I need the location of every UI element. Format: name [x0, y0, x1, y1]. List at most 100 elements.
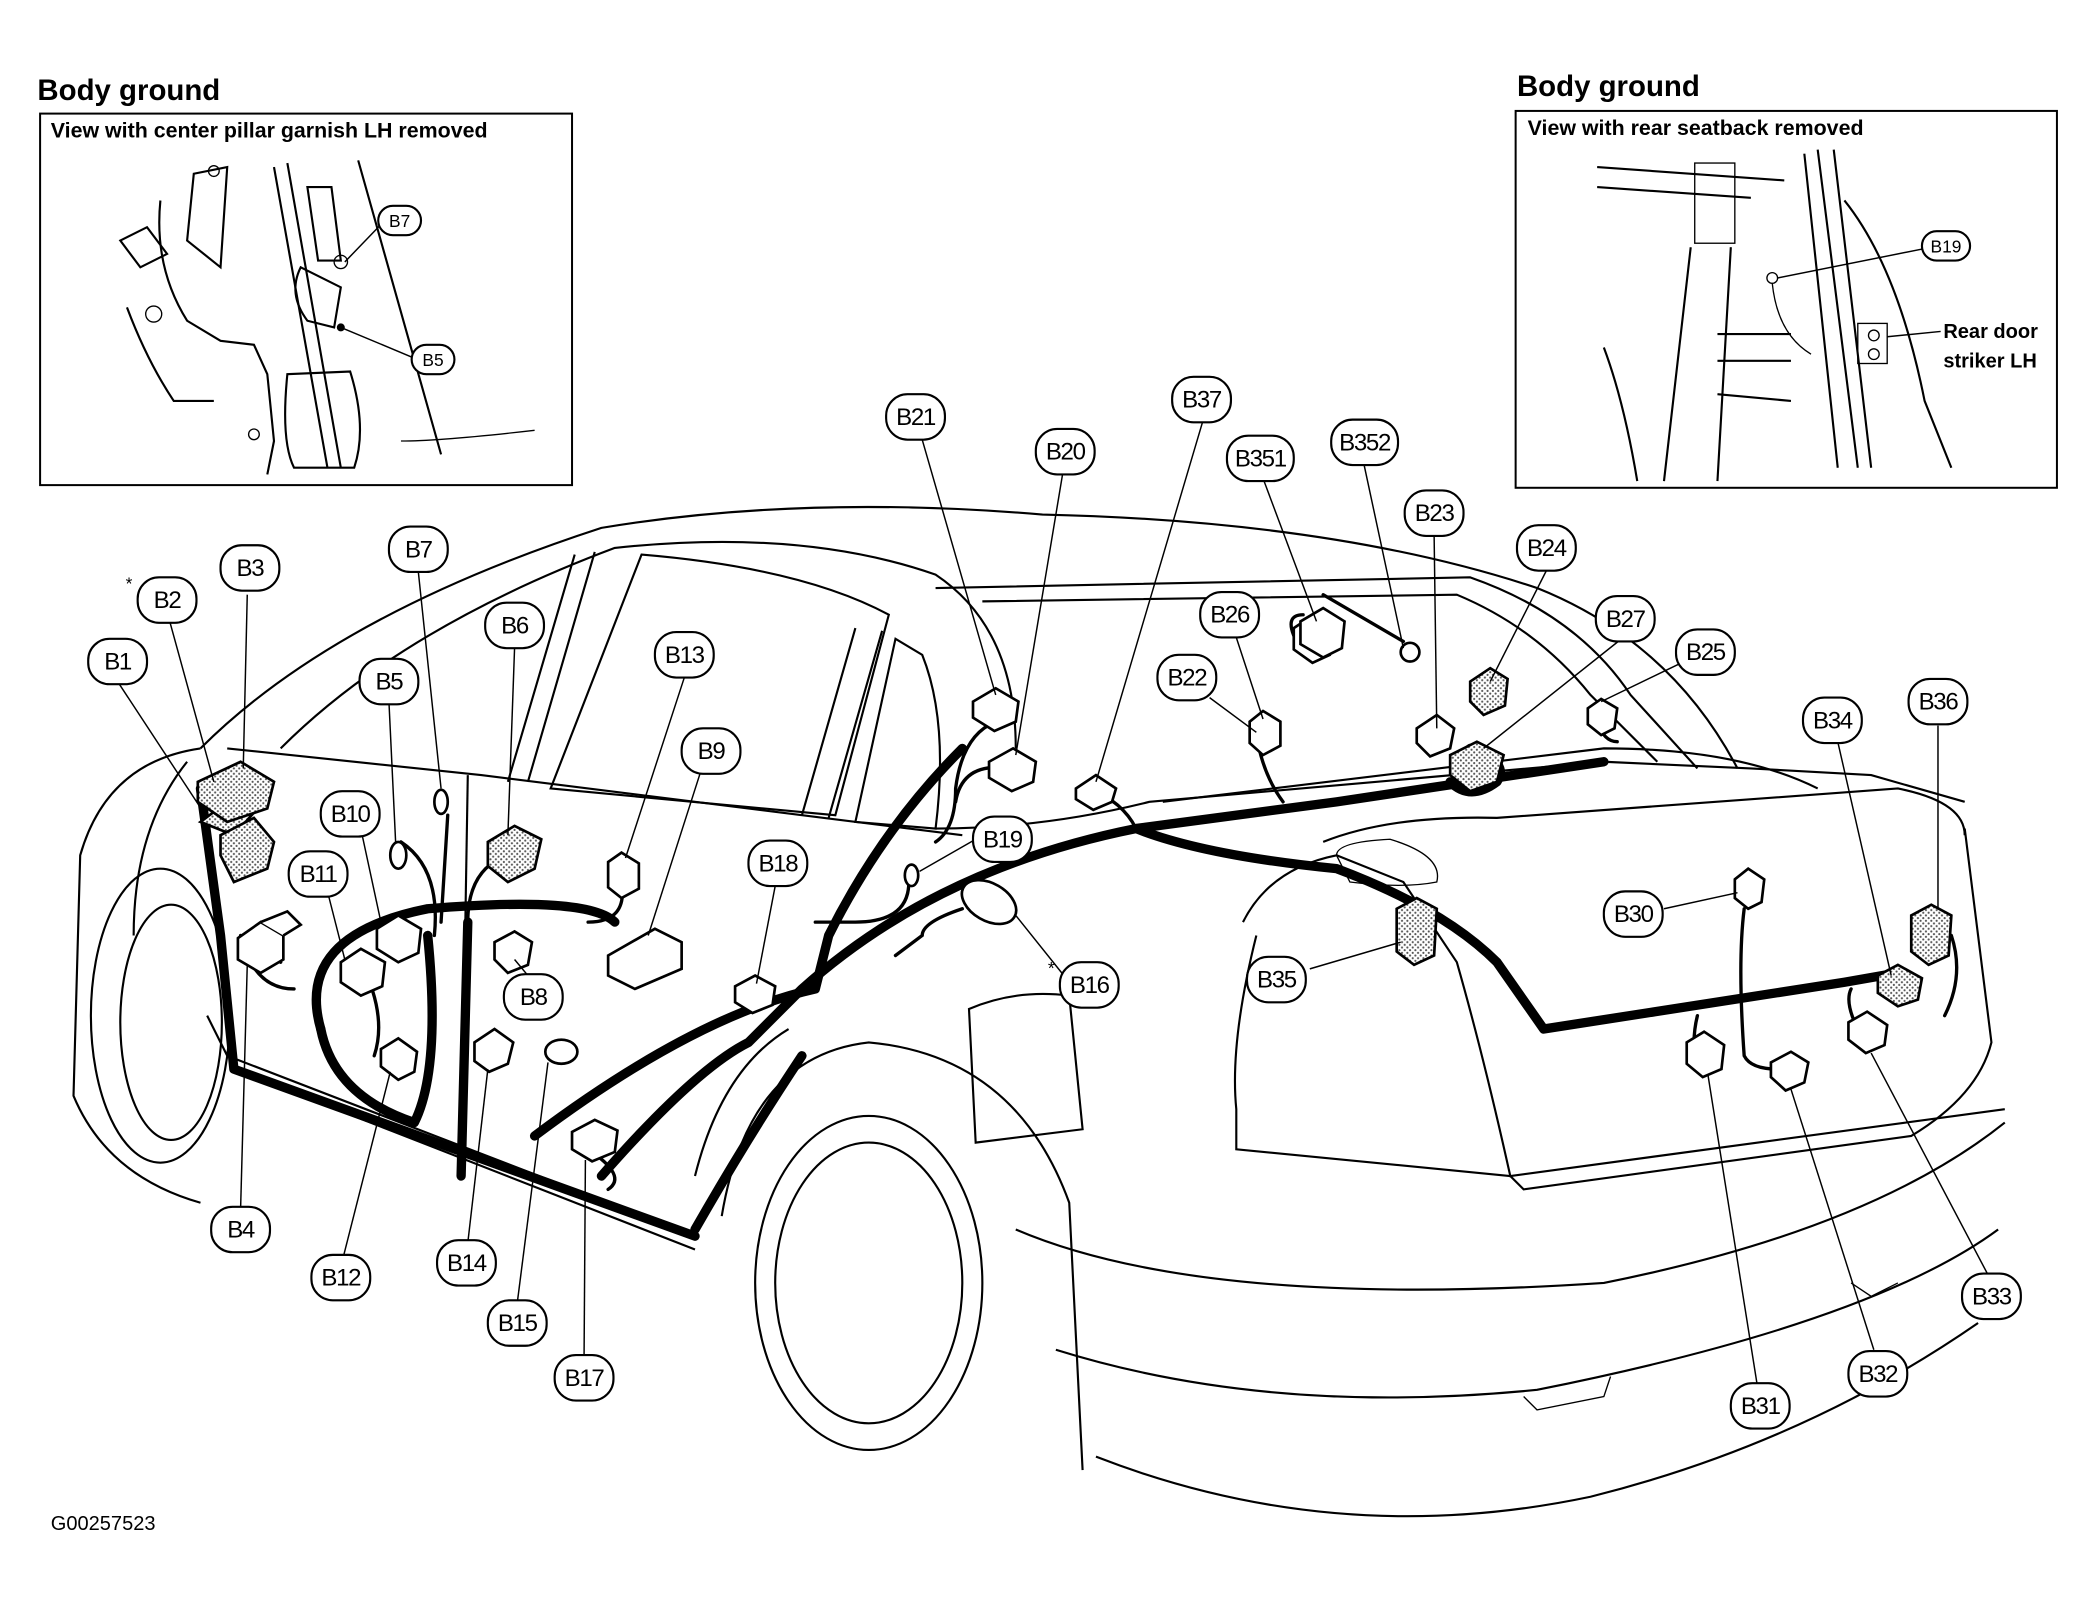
callout-B26[interactable]: B26	[1199, 590, 1261, 639]
inset-left-callout-B7[interactable]: B7	[377, 204, 423, 237]
callout-B24[interactable]: B24	[1515, 524, 1577, 572]
callout-B1[interactable]: B1	[87, 637, 149, 686]
callout-B25[interactable]: B25	[1674, 628, 1736, 676]
callout-B4[interactable]: B4	[210, 1205, 272, 1254]
callout-B351[interactable]: B351	[1225, 434, 1295, 483]
connector-B32	[1769, 1050, 1810, 1093]
callout-B10[interactable]: B10	[319, 790, 381, 838]
inset-left-callout-B5[interactable]: B5	[410, 343, 456, 376]
callout-bubble	[136, 576, 198, 624]
callout-B22[interactable]: B22	[1156, 653, 1218, 702]
callout-label: B15	[498, 1310, 538, 1337]
callout-B15[interactable]: B15	[486, 1299, 548, 1347]
callout-label: B12	[321, 1265, 361, 1292]
callout-label: B1	[104, 649, 132, 676]
callout-B36[interactable]: B36	[1907, 677, 1969, 726]
callout-B9[interactable]: B9	[680, 727, 742, 775]
connector-B10	[375, 913, 423, 964]
callout-label: B5	[376, 669, 404, 696]
callout-B6[interactable]: B6	[484, 601, 546, 650]
callout-bubble	[310, 1253, 372, 1302]
callout-B8[interactable]: B8	[502, 973, 564, 1021]
callout-B27[interactable]: B27	[1594, 594, 1656, 643]
callout-label: B22	[1167, 665, 1207, 692]
connector-B21	[971, 686, 1020, 733]
callout-B11[interactable]: B11	[287, 850, 349, 898]
connector-B13	[606, 851, 641, 900]
svg-text:B5: B5	[422, 350, 443, 370]
connector-B36	[1909, 903, 1953, 967]
callout-label: B17	[565, 1365, 605, 1392]
callout-B12[interactable]: B12	[310, 1253, 372, 1302]
callout-bubble	[1602, 890, 1664, 938]
callout-B31[interactable]: B31	[1729, 1382, 1791, 1430]
callout-bubble	[87, 637, 149, 686]
inset-right-title: Body ground	[1517, 70, 1700, 103]
callout-bubble	[210, 1205, 272, 1254]
callout-label: B3	[237, 555, 265, 582]
callout-label: B13	[665, 642, 705, 669]
inset-left-title: Body ground	[37, 74, 220, 107]
connector-B16	[960, 878, 1018, 926]
callout-bubble	[219, 544, 281, 592]
star-marker: *	[1048, 958, 1055, 978]
connector-B31	[1685, 1030, 1726, 1079]
rear-seatback-drawing	[1597, 149, 1953, 482]
callout-label: B26	[1210, 602, 1250, 629]
callout-label: B4	[227, 1217, 255, 1244]
callout-B20[interactable]: B20	[1034, 427, 1096, 476]
callout-label: B33	[1972, 1283, 2012, 1310]
callout-B13[interactable]: B13	[653, 631, 715, 679]
connector-B11	[339, 947, 387, 998]
callout-B19[interactable]: B19	[971, 815, 1033, 864]
connector-B7	[433, 788, 450, 816]
callout-B37[interactable]: B37	[1171, 375, 1233, 424]
callout-bubble	[1594, 594, 1656, 643]
branch-wires	[238, 593, 1959, 1192]
rear-door-striker-label-line1: Rear door	[1943, 321, 2038, 343]
figure-id: G00257523	[51, 1513, 156, 1535]
callout-B5[interactable]: B5	[358, 657, 420, 706]
callout-B3[interactable]: B3	[219, 544, 281, 592]
callout-bubble	[1907, 677, 1969, 726]
callout-B16[interactable]: B16 *	[1048, 958, 1120, 1009]
callout-bubble	[747, 839, 809, 888]
connector-B8	[493, 929, 534, 975]
callout-B18[interactable]: B18	[747, 839, 809, 888]
callout-B14[interactable]: B14	[435, 1239, 497, 1287]
callout-bubble	[358, 657, 420, 706]
inset-right-callout-B19[interactable]: B19	[1920, 230, 1972, 262]
callout-B352[interactable]: B352	[1330, 418, 1400, 467]
connector-B35	[1395, 896, 1439, 967]
callout-bubble	[502, 973, 564, 1021]
callout-B17[interactable]: B17	[553, 1354, 615, 1402]
callout-label: B7	[405, 536, 433, 563]
callout-bubble	[1156, 653, 1218, 702]
callout-B35[interactable]: B35	[1245, 955, 1307, 1004]
callout-B34[interactable]: B34	[1801, 696, 1863, 745]
connector-B30	[1733, 867, 1766, 911]
callout-label: B20	[1046, 439, 1086, 466]
callout-B32[interactable]: B32	[1847, 1350, 1909, 1398]
callout-B23[interactable]: B23	[1403, 489, 1465, 537]
callout-label: B19	[983, 826, 1023, 853]
callout-label: B16	[1070, 972, 1110, 999]
callout-B30[interactable]: B30	[1602, 890, 1664, 938]
callout-B33[interactable]: B33	[1960, 1272, 2022, 1321]
callout-label: B31	[1741, 1393, 1781, 1420]
callout-bubble	[1847, 1350, 1909, 1398]
callout-label: B24	[1527, 535, 1567, 562]
connector-B351	[1299, 606, 1346, 660]
callout-B7[interactable]: B7	[387, 525, 449, 574]
callout-label: B8	[520, 984, 548, 1011]
callout-bubble	[1199, 590, 1261, 639]
callout-B21[interactable]: B21	[885, 393, 947, 441]
callout-B2[interactable]: B2*	[126, 573, 198, 624]
inset-left-caption: View with center pillar garnish LH remov…	[51, 119, 488, 143]
callout-bubble	[1960, 1272, 2022, 1321]
connector-B20	[987, 746, 1038, 793]
star-marker: *	[126, 573, 133, 593]
callout-bubble	[1225, 434, 1295, 483]
car-body-outline	[72, 505, 2006, 1518]
